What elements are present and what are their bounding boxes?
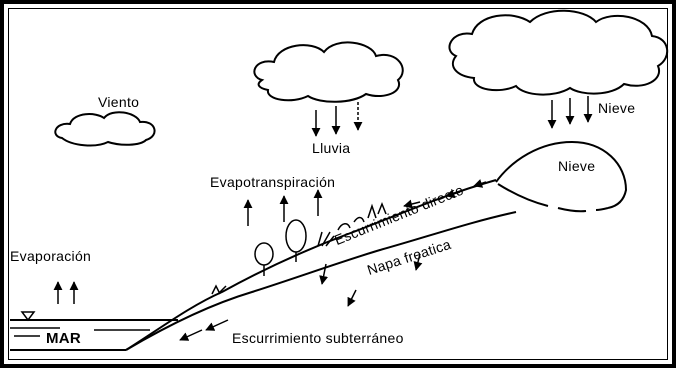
water-level-marker bbox=[20, 311, 36, 322]
snow-cap bbox=[495, 140, 628, 209]
label-evapotranspiracion: Evapotranspiración bbox=[210, 174, 336, 190]
runoff-arrow-3 bbox=[473, 179, 487, 188]
label-mar: MAR bbox=[46, 330, 82, 347]
cloud-nieve bbox=[448, 9, 668, 96]
cloud-viento bbox=[54, 111, 156, 147]
infiltration-arrow-1 bbox=[319, 263, 329, 285]
label-viento: Viento bbox=[98, 94, 140, 110]
subterranean-arrow-1 bbox=[205, 319, 229, 331]
snow-base bbox=[497, 183, 609, 213]
label-evaporacion: Evaporación bbox=[10, 248, 92, 264]
label-lluvia: Lluvia bbox=[312, 140, 351, 156]
subterranean-arrow-2 bbox=[179, 329, 203, 341]
runoff-arrow-1 bbox=[445, 189, 461, 199]
label-nieve-mountain: Nieve bbox=[558, 158, 596, 174]
infiltration-arrow-2 bbox=[347, 289, 357, 307]
label-escurrimiento-subterraneo: Escurrimiento subterráneo bbox=[232, 330, 404, 346]
diagram-inner-border bbox=[8, 8, 668, 360]
runoff-arrow-2 bbox=[403, 199, 421, 209]
cloud-lluvia bbox=[253, 41, 404, 103]
vegetation bbox=[211, 201, 387, 295]
groundwater-line bbox=[125, 211, 517, 351]
terrain-surface bbox=[125, 179, 497, 351]
label-nieve-cloud: Nieve bbox=[598, 100, 636, 116]
infiltration-arrow-3 bbox=[413, 253, 423, 271]
